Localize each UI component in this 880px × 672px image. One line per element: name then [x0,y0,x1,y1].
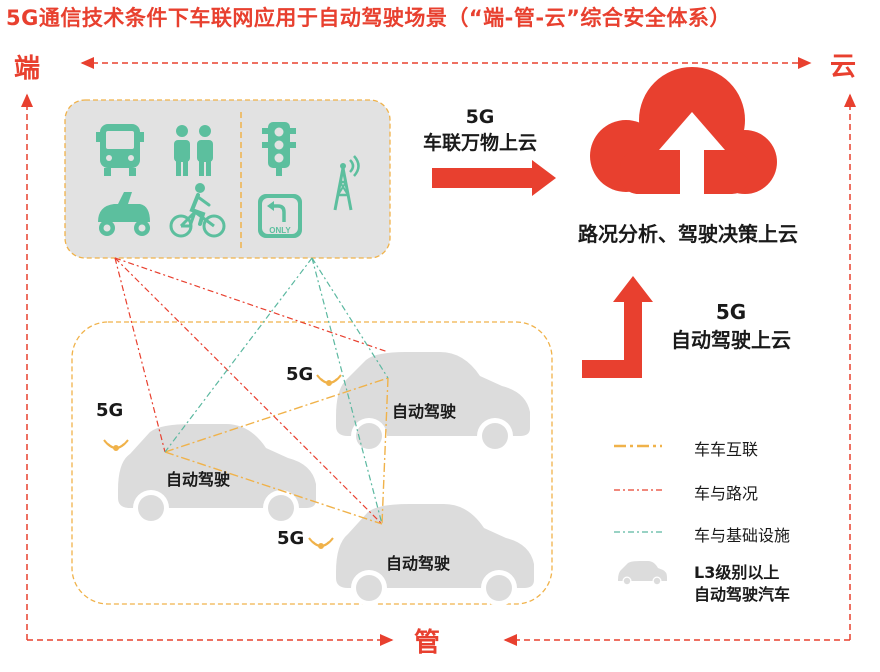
arrow-top-line1: 5G [465,106,495,128]
car3-5g-tag: 5G [277,528,305,549]
page-title: 5G通信技术条件下车联网应用于自动驾驶场景（“端-管-云”综合安全体系） [6,6,731,30]
v2infra-links [164,257,389,525]
car2-label: 自动驾驶 [392,402,457,421]
arrow-right-caption: 5G 自动驾驶上云 [656,298,806,354]
v2road-links [114,257,389,525]
arrow-right-line2: 自动驾驶上云 [671,328,791,352]
legend-car-icon [618,561,667,586]
antenna-tower-icon [333,155,360,211]
vehicle-zone [71,321,553,605]
people-icon [174,125,213,176]
upload-arrow-right [432,160,556,196]
legend-car-line1: L3级别以上 [694,563,780,582]
car2-5g-tag: 5G [286,364,314,385]
corner-cloud-label: 云 [830,52,857,82]
upload-arrow-up [582,276,653,378]
turn-only-sign-icon: ONLY [258,194,302,238]
cyclist-icon [169,183,226,238]
arrow-top-line2: 车联万物上云 [422,132,537,154]
legend-v2road-label: 车与路况 [694,484,759,503]
signal-icon-car2 [316,374,342,386]
car1-5g-tag: 5G [96,400,124,421]
scooter-icon [98,192,150,236]
car-3 [336,504,534,606]
corner-pipe-label: 管 [414,628,441,658]
v2v-links [164,377,389,525]
cloud-icon [590,67,777,204]
legend-car-line2: 自动驾驶汽车 [694,585,791,604]
turn-sign-text: ONLY [269,226,291,235]
legend-v2infra-label: 车与基础设施 [694,526,791,545]
bus-icon [96,124,144,176]
corner-endpoint-label: 端 [14,54,41,84]
legend-car-label: L3级别以上 自动驾驶汽车 [694,562,790,606]
car-1 [118,424,316,526]
signal-icon-car3 [308,537,334,549]
traffic-light-icon [262,122,296,176]
cloud-caption: 路况分析、驾驶决策上云 [578,222,798,246]
legend-v2v-label: 车车互联 [694,440,759,459]
car1-label: 自动驾驶 [166,470,231,489]
car3-label: 自动驾驶 [386,554,451,573]
arrow-top-caption: 5G 车联万物上云 [410,104,550,156]
signal-icon-car1 [103,439,129,451]
arrow-right-line1: 5G [715,300,747,324]
